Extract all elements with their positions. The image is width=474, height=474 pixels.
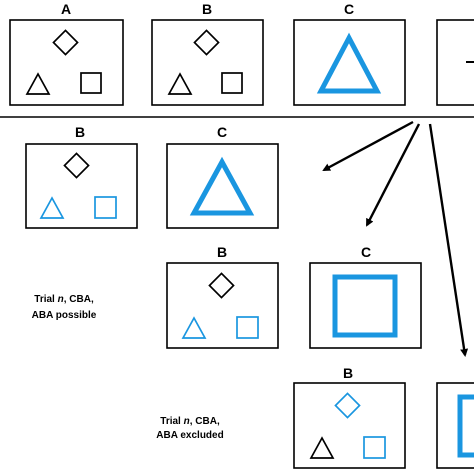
row2-panel-c: C: [166, 124, 279, 229]
panel-label-c: C: [217, 124, 227, 140]
big-square-shape: [332, 274, 398, 338]
arrow-to-row-2: [322, 120, 414, 172]
row3-panel-c: C: [309, 244, 422, 349]
panel-label-b: B: [217, 244, 227, 260]
panel-frame: [151, 19, 264, 106]
big-triangle-shape: [189, 156, 255, 216]
arrow-to-row-4: [428, 123, 469, 357]
branch-arrows: [322, 120, 469, 357]
panel-label-b: B: [202, 1, 212, 17]
top-panel-c: C: [293, 1, 406, 106]
square-shape: [363, 436, 386, 459]
panel-label-b: B: [343, 365, 353, 381]
row4-panel-b: B: [293, 365, 406, 469]
note-aba-possible-line1: Trial n, CBA,: [34, 294, 94, 305]
big-triangle-shape: [316, 32, 382, 94]
triangle-shape: [167, 72, 193, 95]
diamond-shape: [193, 29, 220, 56]
square-shape: [236, 316, 259, 339]
diamond-shape: [52, 29, 79, 56]
row4-panel-partial: [436, 382, 474, 469]
triangle-shape: [309, 436, 335, 459]
top-panel-a: A: [9, 1, 124, 106]
note-aba-excluded-line2: ABA excluded: [156, 430, 223, 441]
panel-label-c: C: [361, 244, 371, 260]
triangle-shape: [181, 316, 207, 339]
panel-frame: [9, 19, 124, 106]
top-panel-b: B: [151, 1, 264, 106]
diamond-shape: [334, 392, 361, 419]
panel-label-b: B: [75, 124, 85, 140]
arrow-to-row-3: [365, 123, 421, 227]
row2-panel-b: B: [25, 124, 138, 229]
triangle-shape: [39, 196, 65, 219]
square-shape: [221, 72, 243, 94]
diamond-shape: [208, 272, 235, 299]
square-shape: [94, 196, 117, 219]
note-aba-possible-line2: ABA possible: [32, 310, 97, 321]
diamond-shape: [63, 152, 90, 179]
big-square-shape: [457, 394, 474, 458]
top-panel-partial: [436, 19, 474, 106]
panel-label-a: A: [61, 1, 71, 17]
note-aba-excluded-line1: Trial n, CBA,: [160, 416, 220, 427]
row3-panel-b: B: [166, 244, 279, 349]
panel-label-c: C: [344, 1, 354, 17]
triangle-shape: [25, 72, 51, 95]
square-shape: [80, 72, 102, 94]
